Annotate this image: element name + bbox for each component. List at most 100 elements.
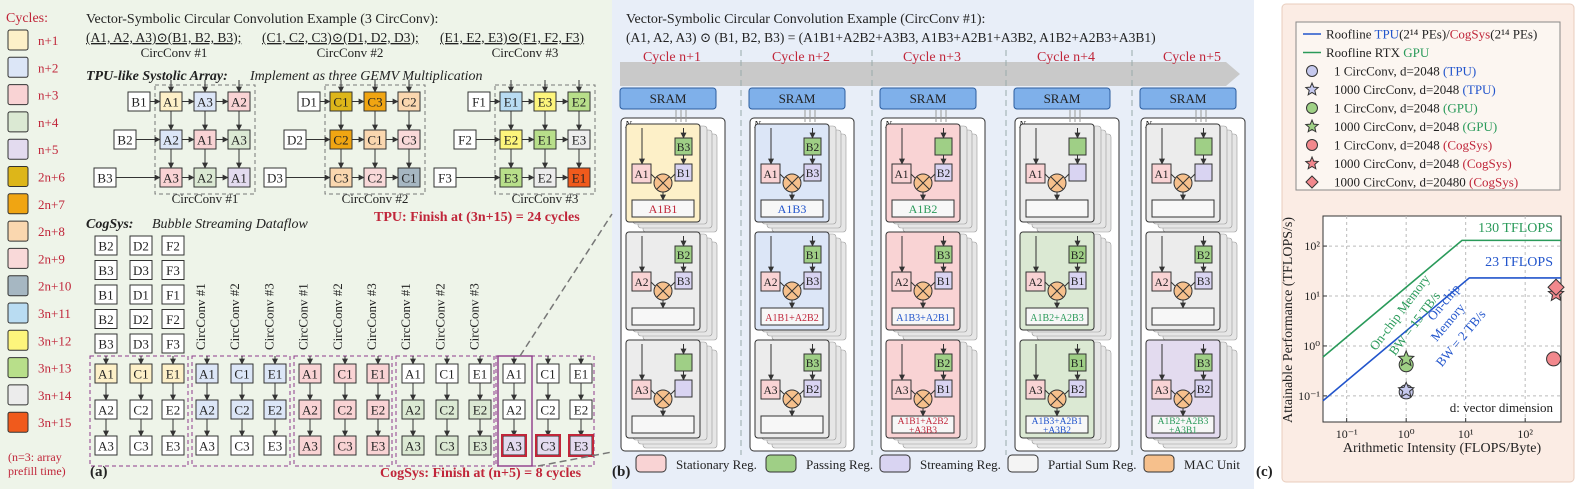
roofline-line bbox=[1322, 239, 1561, 358]
legend-entry-part: 1 CircConv, d=2048 bbox=[1334, 138, 1443, 153]
cell-box bbox=[230, 435, 254, 456]
cell-box bbox=[94, 260, 118, 280]
register-legend: Stationary Reg.Passing Reg.Streaming Reg… bbox=[635, 454, 1240, 473]
cogsys-title: CogSys: bbox=[86, 217, 133, 232]
legend-swatch bbox=[7, 111, 29, 133]
tpu-finish-note: TPU: Finish at (3n+15) = 24 cycles bbox=[374, 210, 580, 225]
pe-label: E2 bbox=[504, 133, 518, 148]
legend-label: 3n+11 bbox=[38, 306, 71, 321]
partial-sum-label: A1B2 bbox=[909, 202, 938, 216]
legend-entry-part: 1 CircConv, d=2048 bbox=[1334, 101, 1443, 116]
legend-marker bbox=[1306, 65, 1318, 77]
register-legend-swatch bbox=[1143, 454, 1175, 473]
pe-label: E1 bbox=[538, 133, 552, 148]
partial-sum-reg bbox=[1151, 199, 1215, 218]
legend-marker bbox=[1304, 155, 1320, 170]
stream-label: F2 bbox=[166, 312, 180, 327]
pe-label: C2 bbox=[333, 133, 348, 148]
stream-pe-label: E3 bbox=[166, 439, 180, 454]
mac-cross bbox=[916, 392, 930, 406]
partial-sum-reg bbox=[891, 199, 955, 218]
connector bbox=[670, 173, 676, 179]
stream-pe-label: A2 bbox=[302, 403, 318, 418]
y-tick-label: 10⁰ bbox=[1303, 339, 1320, 353]
final-output-highlight bbox=[535, 434, 561, 457]
partial-sum-reg bbox=[1025, 307, 1089, 326]
connector bbox=[799, 281, 805, 287]
stationary-reg-label: A3 bbox=[1028, 385, 1042, 397]
stream-pe-label: C2 bbox=[439, 403, 454, 418]
cell-box bbox=[161, 235, 185, 256]
stream-pe-label: A2 bbox=[405, 403, 421, 418]
connector bbox=[1190, 281, 1196, 287]
connector bbox=[1170, 389, 1176, 395]
connector bbox=[1044, 281, 1050, 287]
stream-pe-label: C3 bbox=[133, 439, 148, 454]
legend-entry-part: 1000 CircConv, d=20480 bbox=[1334, 175, 1469, 190]
stationary-reg-label: A2 bbox=[634, 277, 648, 289]
legend-label: n+2 bbox=[38, 60, 58, 75]
cell-box bbox=[94, 333, 118, 354]
partial-sum-label: A1B3+A2B1 bbox=[896, 313, 949, 324]
legend-label: n+3 bbox=[38, 88, 58, 103]
sram-block bbox=[879, 87, 977, 110]
connector bbox=[1190, 389, 1196, 395]
connector bbox=[1064, 389, 1070, 395]
cell-box bbox=[435, 435, 459, 456]
stationary-reg-label: A1 bbox=[763, 169, 777, 181]
stream-pe-label: E3 bbox=[574, 439, 588, 454]
panel-label: (b) bbox=[612, 464, 630, 480]
pe-label: C3 bbox=[367, 95, 382, 110]
pe-label: A1 bbox=[163, 95, 179, 110]
legend-entry-part: (GPU) bbox=[1463, 119, 1498, 134]
stream-pe-label: C1 bbox=[234, 367, 249, 382]
x-tick-label: 10¹ bbox=[1458, 427, 1474, 441]
legend-marker bbox=[1306, 102, 1318, 114]
x-axis-label: Arithmetic Intensity (FLOPS/Byte) bbox=[1343, 441, 1542, 456]
stream-label: F2 bbox=[166, 239, 180, 254]
stationary-reg-label: A1 bbox=[634, 169, 648, 181]
legend-entry-part: CogSys bbox=[1450, 27, 1490, 42]
input-label: B3 bbox=[97, 171, 112, 186]
stream-pe-label: E1 bbox=[574, 367, 588, 382]
pe-label: E3 bbox=[504, 171, 518, 186]
pe-label: E1 bbox=[504, 95, 518, 110]
legend-entry: Roofline RTX GPU bbox=[1326, 45, 1430, 60]
data-point bbox=[1397, 349, 1416, 367]
legend-entry-part: (2¹⁴ PEs)/ bbox=[1399, 27, 1450, 42]
streaming-reg-label: B2 bbox=[1071, 384, 1085, 396]
cell-box bbox=[129, 309, 153, 329]
connector bbox=[779, 281, 785, 287]
sram-block bbox=[619, 87, 717, 110]
mac-cross bbox=[916, 176, 930, 190]
partial-sum-reg bbox=[891, 415, 955, 434]
streaming-reg-label: B2 bbox=[806, 384, 820, 396]
connector bbox=[1064, 281, 1070, 287]
legend-entry-part: 1000 CircConv, d=2048 bbox=[1334, 119, 1463, 134]
cell-box bbox=[227, 167, 251, 188]
legend-entry-part: (GPU) bbox=[1443, 101, 1478, 116]
streaming-reg-label: B3 bbox=[677, 276, 691, 288]
legend-entry-part: (CogSys) bbox=[1463, 156, 1512, 171]
stream-pe-label: A3 bbox=[302, 439, 318, 454]
legend-swatch bbox=[7, 220, 29, 242]
legend-entry-part: Roofline RTX bbox=[1326, 45, 1403, 60]
cogsys-finish-note: CogSys: Finish at (n+5) = 8 cycles bbox=[380, 466, 582, 481]
legend-swatch bbox=[7, 247, 29, 269]
legend-label: n+5 bbox=[38, 142, 58, 157]
passing-reg bbox=[1068, 137, 1087, 156]
column-label: CircConv #2 bbox=[330, 283, 345, 350]
stream-pe-label: E2 bbox=[166, 403, 180, 418]
cell-box bbox=[161, 435, 185, 456]
pe-label: E2 bbox=[572, 95, 586, 110]
y-tick-label: 10¹ bbox=[1304, 289, 1320, 303]
pe-label: E3 bbox=[572, 133, 586, 148]
streaming-reg bbox=[674, 379, 693, 398]
sram-label: SRAM bbox=[910, 91, 947, 106]
column-label: CircConv #2 bbox=[227, 283, 242, 350]
dimension-note: d: vector dimension bbox=[1450, 400, 1554, 415]
cell-box bbox=[263, 435, 287, 456]
stream-pe-label: A2 bbox=[98, 403, 114, 418]
legend-swatch bbox=[7, 56, 29, 78]
